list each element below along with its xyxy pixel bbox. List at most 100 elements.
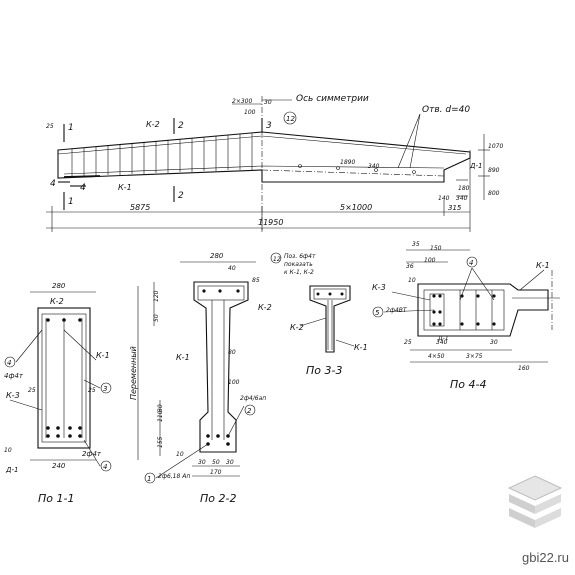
opening-note: Отв. d=40 [422,105,470,115]
s44-bar-d1: Д-1 [437,335,449,342]
dim-315: 315 [448,204,462,212]
s44-mark-5: 5 [375,309,380,317]
s22-h-120: 120 [153,290,160,302]
beam-elevation [46,96,490,232]
dim-340: 340 [456,195,468,202]
logo-icon [507,475,563,528]
s33-mark-12: 12 [273,256,281,263]
section-1-1 [4,291,112,472]
s44-d-10: 10 [408,277,416,284]
section-3: 3 [266,121,272,131]
s22-rebar-2: 2ф4/6ап [240,395,266,402]
section-2-bot: 2 [178,191,184,201]
s22-rebar-1: 2ф6,18 Ап [158,473,190,480]
s22-d-155: 155 [157,436,164,448]
s33-note-a: Поз. 6ф4т [284,253,316,260]
section-2-2-title: По 2-2 [200,492,236,505]
s44-d-36: 36 [406,263,414,270]
symmetry-axis-label: Ось симметрии [296,94,369,104]
s22-b-30: 30 [198,459,206,466]
position-mark-12 [283,111,297,125]
section-4-right: 4 [80,183,86,193]
s44-bar-k3: К-3 [372,283,386,292]
s22-mark-2: 2 [247,407,252,415]
s11-dim-10: 10 [4,447,12,454]
s11-dim-25b: 25 [88,387,96,394]
s33-note-b: показать [284,261,313,268]
s44-d-340: 340 [436,339,448,346]
s22-d-100: 100 [228,379,240,386]
dim-1070: 1070 [488,143,503,150]
section-3-3-title: По 3-3 [306,364,342,377]
s11-bar-k1: К-1 [96,351,110,360]
s11-width-top: 280 [52,282,66,290]
s22-d-30: 30 [157,404,164,412]
section-4-left: 4 [50,179,56,189]
s22-bar-k1: К-1 [176,353,190,362]
rebar-dots [46,318,82,438]
s22-w-85: 85 [252,277,260,284]
dim-11950: 11950 [258,218,283,227]
s22-d-80: 80 [228,349,236,356]
dim-30: 30 [264,99,272,106]
mark-12-label: 12 [286,115,295,123]
dim-5875: 5875 [130,203,150,212]
s44-mark-4: 4 [469,259,473,267]
s11-bar-k2: К-2 [50,297,64,306]
dim-5x1000: 5×1000 [340,203,372,212]
site-watermark: gbi22.ru [522,550,569,565]
stirrups [71,133,253,177]
bar-k2-label: К-2 [146,120,160,129]
section-4-4-title: По 4-4 [450,378,486,391]
s44-d-3x75: 3×75 [466,353,483,360]
dim-140: 140 [438,195,450,202]
s22-b-50: 50 [212,459,220,466]
dim-180: 180 [458,185,470,192]
s11-mark-4b: 4 [103,463,107,471]
section-4-4 [372,249,560,363]
section-2-top: 2 [178,121,184,131]
s33-bar-k2: К-2 [290,323,304,332]
dim-800: 800 [488,190,500,197]
s11-rebar-bot: 2ф4т [82,450,102,458]
dim-100: 100 [244,109,256,116]
s11-bar-d1: Д-1 [5,466,18,474]
s11-mark-4: 4 [7,359,11,367]
s33-note-c: к К-1, К-2 [284,269,314,276]
dim-340-mid: 340 [368,163,380,170]
s22-w-40: 40 [228,265,236,272]
dim-25: 25 [46,123,54,130]
section-1-bot: 1 [68,197,74,207]
s22-b-170: 170 [210,469,222,476]
s11-rebar-top: 4ф4т [4,372,24,380]
s44-d-160: 160 [518,365,530,372]
s11-bar-k3: К-3 [6,391,20,400]
s44-d-30: 30 [490,339,498,346]
dim-1890: 1890 [340,159,355,166]
section-2-2 [137,261,256,484]
s22-d-10: 10 [176,451,184,458]
s11-width-bot: 240 [52,462,66,470]
bar-d1-elev: Д-1 [469,162,482,170]
s22-b-30b: 30 [226,459,234,466]
s22-variable: Переменный [129,346,138,400]
section-1-top: 1 [68,123,74,133]
s44-bar-k1: К-1 [536,261,550,270]
dim-890: 890 [488,167,500,174]
s44-d-100: 100 [424,257,436,264]
section-3-3 [270,252,355,353]
s22-d-110: 110 [157,410,164,422]
bar-k1-label: К-1 [118,183,132,192]
section-1-1-title: По 1-1 [38,492,74,505]
s22-bar-k2: К-2 [258,303,272,312]
s22-w-280: 280 [210,252,224,260]
s44-rebar-5: 2ф4ВТ [386,307,408,314]
s11-mark-3: 3 [103,385,107,393]
s44-d-35: 35 [412,241,420,248]
s44-d-25: 25 [404,339,412,346]
s44-d-4x50: 4×50 [428,353,445,360]
s33-bar-k1: К-1 [354,343,368,352]
dim-2x300: 2×300 [232,98,252,105]
s44-d-150: 150 [430,245,442,252]
